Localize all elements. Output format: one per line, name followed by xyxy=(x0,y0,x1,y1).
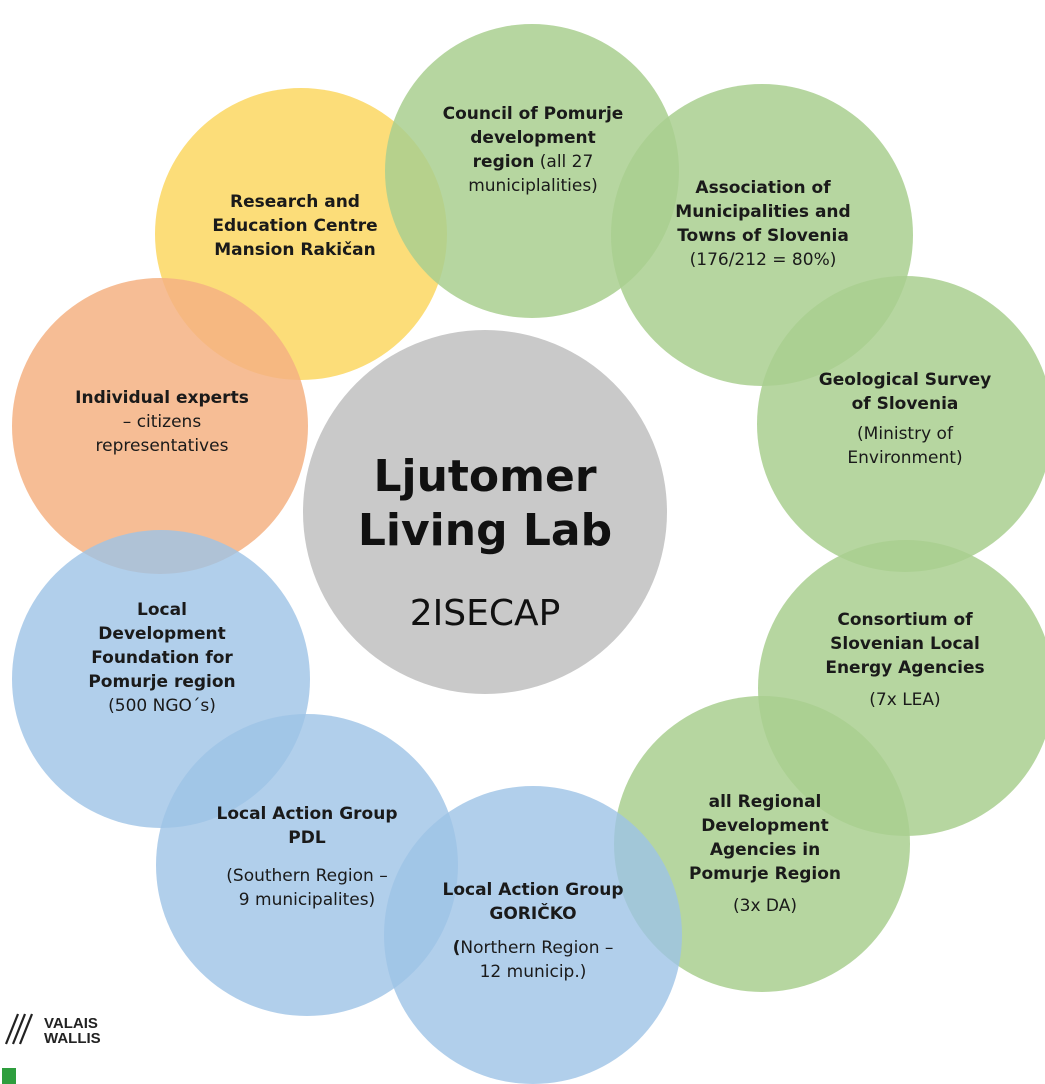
pdl-line2: PDL xyxy=(288,828,326,848)
foundation-line5: (500 NGO´s) xyxy=(108,696,216,716)
regional-line2: Development xyxy=(701,816,829,836)
regional-line4: Pomurje Region xyxy=(688,864,841,884)
valais-stripes-icon xyxy=(4,1013,34,1045)
center-circle xyxy=(303,330,667,694)
label-consortium: Consortium of Slovenian Local Energy Age… xyxy=(765,608,1045,712)
council-line3: region (all 27 xyxy=(400,150,666,174)
center-title: Ljutomer Living Lab xyxy=(305,450,665,558)
goricko-line3-rest: Northern Region – xyxy=(460,938,614,958)
research-line3: Mansion Rakičan xyxy=(214,240,376,260)
goricko-line4: 12 municip.) xyxy=(479,962,587,982)
circle-geological xyxy=(757,276,1045,572)
consortium-line4: (7x LEA) xyxy=(869,690,941,710)
consortium-line1: Consortium of xyxy=(837,610,973,630)
circle-experts xyxy=(12,278,308,574)
valais-wallis-logo: VALAIS WALLIS xyxy=(2,1012,112,1084)
pdl-line4: 9 municipalites) xyxy=(238,890,376,910)
regional-line3: Agencies in xyxy=(709,840,821,860)
label-geological: Geological Survey of Slovenia (Ministry … xyxy=(765,368,1045,470)
experts-line3: representatives xyxy=(95,436,229,456)
label-foundation: Local Development Foundation for Pomurje… xyxy=(24,598,300,718)
label-pdl: Local Action Group PDL (Southern Region … xyxy=(160,802,454,912)
council-line1: Council of Pomurje xyxy=(442,104,624,124)
geological-line3: (Ministry of xyxy=(857,424,953,444)
label-council: Council of Pomurje development region (a… xyxy=(400,102,666,198)
goricko-line3: (Northern Region – xyxy=(395,936,671,960)
foundation-line1: Local xyxy=(137,600,187,620)
circle-goricko xyxy=(384,786,682,1084)
association-line3: Towns of Slovenia xyxy=(677,226,849,246)
research-line2: Education Centre xyxy=(212,216,378,236)
association-line2: Municipalities and xyxy=(675,202,851,222)
pdl-line1: Local Action Group xyxy=(216,804,398,824)
experts-line1: Individual experts xyxy=(75,388,249,408)
association-line4: (176/212 = 80%) xyxy=(689,250,837,270)
geological-line2: of Slovenia xyxy=(851,394,959,414)
center-title-line1: Ljutomer xyxy=(373,451,597,502)
experts-line2: – citizens xyxy=(122,412,202,432)
goricko-line2: GORIČKO xyxy=(489,904,577,924)
foundation-line2: Development xyxy=(98,624,226,644)
label-regional: all Regional Development Agencies in Pom… xyxy=(625,790,905,918)
logo-line1: VALAIS xyxy=(44,1015,98,1032)
logo-line2: WALLIS xyxy=(44,1030,101,1047)
foundation-line4: Pomurje region xyxy=(88,672,236,692)
center-title-line2: Living Lab xyxy=(357,505,613,556)
research-line1: Research and xyxy=(230,192,360,212)
regional-line5: (3x DA) xyxy=(733,896,797,916)
goricko-line3-bold: ( xyxy=(452,938,461,958)
logo-green-square xyxy=(2,1068,16,1084)
label-research: Research and Education Centre Mansion Ra… xyxy=(160,190,430,262)
association-line1: Association of xyxy=(695,178,831,198)
consortium-line3: Energy Agencies xyxy=(825,658,985,678)
center-subtitle: 2ISECAP xyxy=(409,593,561,634)
regional-line1: all Regional xyxy=(708,792,822,812)
label-goricko: Local Action Group GORIČKO (Northern Reg… xyxy=(395,878,671,984)
consortium-line2: Slovenian Local xyxy=(830,634,980,654)
goricko-line1: Local Action Group xyxy=(442,880,624,900)
council-line3-bold: region xyxy=(472,152,535,172)
foundation-line3: Foundation for xyxy=(91,648,233,668)
council-line3-rest: (all 27 xyxy=(534,152,594,172)
label-experts: Individual experts – citizens representa… xyxy=(22,386,302,458)
geological-line1: Geological Survey xyxy=(818,370,992,390)
label-association: Association of Municipalities and Towns … xyxy=(620,176,906,272)
council-line4: municiplalities) xyxy=(468,176,598,196)
pdl-line3: (Southern Region – xyxy=(226,866,388,886)
council-line2: development xyxy=(470,128,596,148)
geological-line4: Environment) xyxy=(847,448,963,468)
